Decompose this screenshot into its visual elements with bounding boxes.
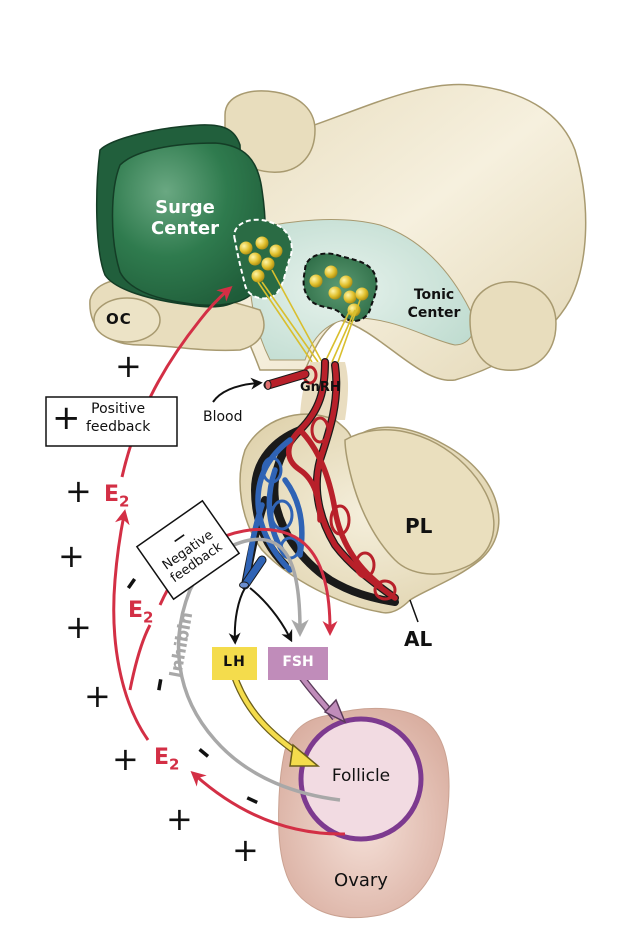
positive-feedback-sign: + xyxy=(52,398,81,438)
plus-sign: + xyxy=(58,537,85,575)
ovary-label: Ovary xyxy=(334,870,388,891)
gnrh-neuron xyxy=(251,269,265,283)
gnrh-neuron xyxy=(339,275,353,289)
inhibin-feedback-arc xyxy=(176,537,341,802)
gnrh-neuron xyxy=(324,265,338,279)
fsh-label: FSH xyxy=(282,654,314,670)
tonic-center-line1: Tonic xyxy=(413,287,455,303)
posterior-lobe xyxy=(344,429,495,575)
plus-sign: + xyxy=(84,677,111,715)
arrow-to-fsh xyxy=(249,587,293,643)
ovary xyxy=(278,708,450,919)
al-label: AL xyxy=(404,627,433,651)
plus-sign: + xyxy=(65,608,92,646)
blood-vessel-inlet xyxy=(264,370,309,389)
lh-label: LH xyxy=(223,654,246,670)
e2-letter: E xyxy=(104,482,120,507)
e2-subscript: 2 xyxy=(143,608,154,627)
blood-arrow xyxy=(212,377,263,403)
e2-label-bottom: E2 xyxy=(154,745,179,773)
e2-rising-arrow xyxy=(112,509,150,741)
e2-mid-arc xyxy=(128,624,152,691)
positive-feedback-legend xyxy=(45,396,178,447)
plus-sign: + xyxy=(166,800,193,838)
tonic-center-label: Tonic Center xyxy=(394,286,474,322)
positive-feedback-line2: feedback xyxy=(86,419,151,435)
gnrh-label: GnRH xyxy=(300,380,341,395)
plus-sign: + xyxy=(65,472,92,510)
arrow-to-lh xyxy=(228,587,246,645)
gnrh-axons xyxy=(257,269,361,363)
fsh-arrowhead xyxy=(323,698,347,724)
tonic-center-line2: Center xyxy=(407,305,461,321)
follicle xyxy=(298,716,424,842)
positive-feedback-text: Positive feedback xyxy=(86,400,150,436)
blood-label: Blood xyxy=(203,409,243,425)
e2-label-middle: E2 xyxy=(128,598,153,626)
plus-sign: + xyxy=(112,740,139,778)
e2-from-follicle-arrow xyxy=(190,771,346,836)
fsh-box xyxy=(268,647,328,680)
lh-box xyxy=(212,647,257,680)
e2-label-top: E2 xyxy=(104,482,129,510)
gnrh-neuron xyxy=(328,286,342,300)
surge-center-line1: Surge xyxy=(155,197,215,218)
follicle-label: Follicle xyxy=(331,766,391,786)
e2-subscript: 2 xyxy=(119,492,130,511)
portal-vessels xyxy=(239,358,399,606)
gnrh-neuron xyxy=(355,287,369,301)
hypothalamus xyxy=(89,83,587,381)
gnrh-neuron xyxy=(343,290,357,304)
optic-chiasm xyxy=(93,297,161,343)
surge-center xyxy=(95,124,267,308)
gnrh-neuron xyxy=(309,274,323,288)
oc-label: OC xyxy=(106,310,132,328)
e2-subscript: 2 xyxy=(169,755,180,774)
surge-center-line2: Center xyxy=(151,218,219,239)
e2-letter: E xyxy=(154,745,170,770)
gnrh-neuron xyxy=(269,244,283,258)
gnrh-neuron xyxy=(261,257,275,271)
al-pointer xyxy=(409,599,419,623)
gnrh-neuron xyxy=(239,241,253,255)
plus-sign: + xyxy=(232,831,259,869)
e2-letter: E xyxy=(128,598,144,623)
gnrh-neuron xyxy=(255,236,269,250)
lh-arrowhead xyxy=(289,743,321,767)
plus-sign: + xyxy=(115,347,142,385)
gnrh-neuron xyxy=(248,252,262,266)
negative-feedback-legend xyxy=(135,499,241,601)
surge-center-label: Surge Center xyxy=(140,197,230,239)
positive-feedback-line1: Positive xyxy=(91,401,146,417)
pl-label: PL xyxy=(405,514,433,538)
